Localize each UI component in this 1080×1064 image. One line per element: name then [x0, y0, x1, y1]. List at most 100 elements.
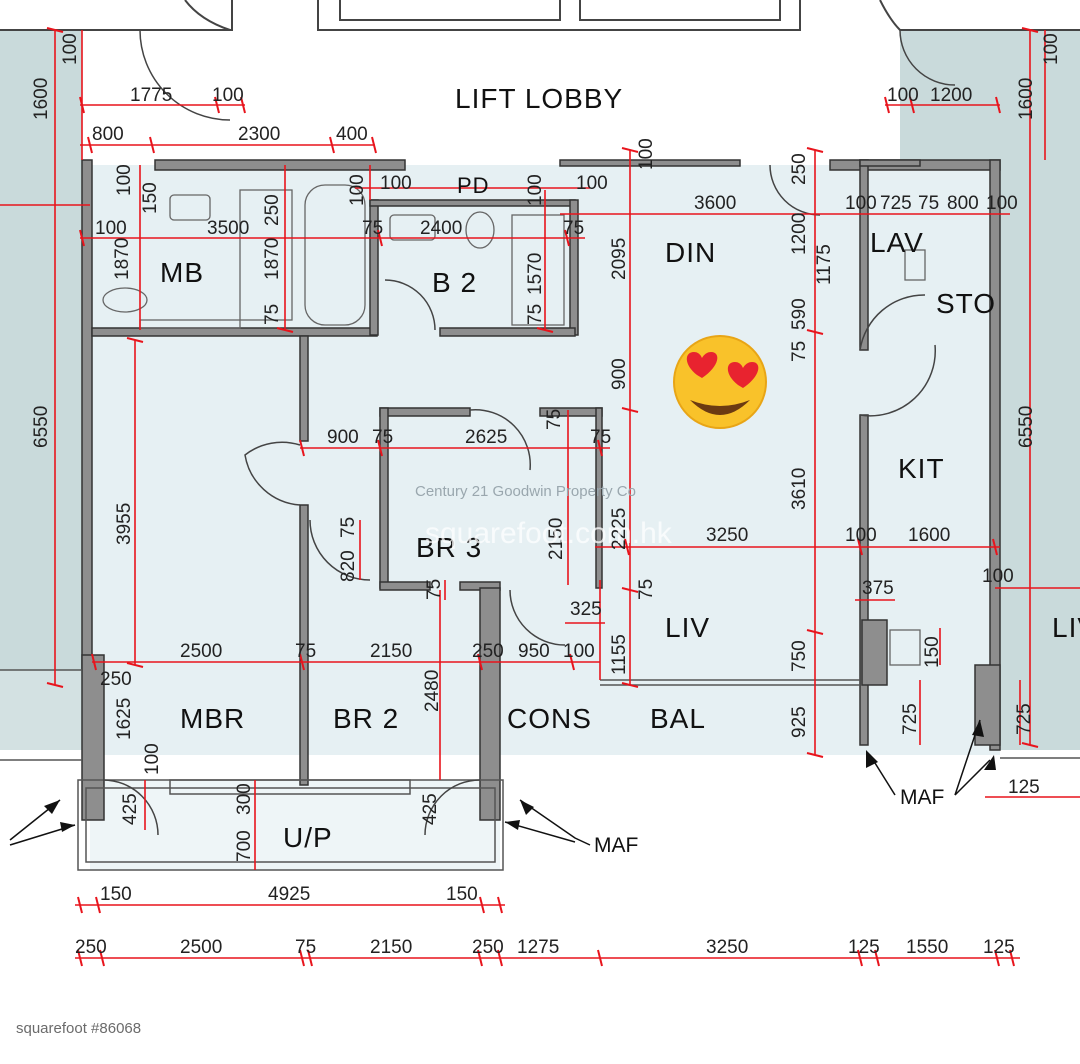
room-mb: MB: [160, 257, 204, 288]
dim-label: 1155: [609, 634, 630, 675]
dim-label: 75: [918, 193, 939, 214]
dim-label: 250: [262, 194, 283, 226]
dim-label: 2095: [609, 238, 630, 280]
dim-label: 150: [446, 884, 478, 905]
dim-label: 725: [1014, 703, 1035, 735]
neighbor-unit-left: [0, 30, 82, 750]
dim-label: 6550: [31, 406, 52, 448]
dim-label: 2625: [465, 427, 507, 448]
room-liv: LIV: [665, 612, 710, 643]
dim-label: 100: [982, 566, 1014, 587]
dim-label: 1550: [906, 937, 948, 958]
room-br3: BR 3: [416, 532, 482, 563]
dim-label: 3250: [706, 525, 748, 546]
dim-label: 100: [986, 193, 1018, 214]
dim-label: 590: [789, 298, 810, 330]
windows: [0, 669, 1080, 871]
dim-label: 150: [100, 884, 132, 905]
dim-label: 75: [295, 641, 316, 662]
dim-label: 375: [862, 578, 894, 599]
dim-label: 3600: [694, 193, 736, 214]
dim-label: 1600: [908, 525, 950, 546]
dim-label: 100: [212, 85, 244, 106]
dim-label: 100: [887, 85, 919, 106]
dim-label: 1775: [130, 85, 172, 106]
room-pd: PD: [457, 173, 490, 198]
room-labels: LIFT LOBBY MB B 2 DIN LAV STO KIT BR 3 L…: [160, 83, 1080, 857]
room-mbr: MBR: [180, 703, 245, 734]
dim-label: 1870: [112, 238, 133, 280]
dim-label: 150: [140, 182, 161, 214]
dim-label: 1275: [517, 937, 559, 958]
dim-label: 3610: [789, 468, 810, 510]
label-maf-left: MAF: [594, 834, 638, 857]
dim-label: 425: [420, 793, 441, 825]
dim-label: 75: [295, 937, 316, 958]
neighbor-unit-right-top: [900, 30, 1080, 160]
dim-label: 2150: [370, 937, 412, 958]
dim-label: 2150: [370, 641, 412, 662]
dim-label: 800: [92, 124, 124, 145]
dim-label: 6550: [1016, 406, 1037, 448]
dim-label: 2500: [180, 937, 222, 958]
dim-label: 425: [120, 793, 141, 825]
dim-label: 2480: [422, 670, 443, 712]
room-bal: BAL: [650, 703, 706, 734]
dim-label: 2500: [180, 641, 222, 662]
dim-label: 1175: [814, 244, 835, 285]
dim-label: 75: [525, 304, 546, 325]
dim-label: 1200: [930, 85, 972, 106]
dim-label: 1600: [1016, 78, 1037, 120]
dim-label: 100: [142, 743, 163, 775]
dim-label: 150: [922, 636, 943, 668]
dim-label: 75: [544, 409, 565, 430]
neighbor-unit-right: [1000, 160, 1080, 750]
dim-label: 100: [1041, 33, 1062, 65]
dim-label: 2150: [546, 518, 567, 560]
dim-label: 100: [636, 138, 657, 170]
dim-label: 100: [60, 33, 81, 65]
dim-label: 4925: [268, 884, 310, 905]
maf-arrowheads: [44, 720, 996, 832]
dim-label: 250: [100, 669, 132, 690]
dim-label: 75: [590, 427, 611, 448]
dim-label: 100: [114, 164, 135, 196]
dim-label: 1870: [262, 238, 283, 280]
room-up: U/P: [283, 822, 333, 853]
dim-label: 3955: [114, 503, 135, 545]
watermark-agency: Century 21 Goodwin Property Co: [415, 483, 636, 500]
dim-label: 1570: [525, 253, 546, 295]
dim-label: 125: [848, 937, 880, 958]
dim-label: 75: [262, 304, 283, 325]
image-credit: squarefoot #86068: [16, 1020, 142, 1037]
neighbor-unit-left-lower: [0, 670, 82, 750]
dim-label: 2300: [238, 124, 280, 145]
heart-eyes-emoji-icon: [673, 335, 767, 429]
dim-label: 950: [518, 641, 550, 662]
dim-label: 75: [789, 341, 810, 362]
watermark-site: squarefoot.com.hk: [425, 517, 673, 550]
dimension-ticks: [46, 27, 1039, 967]
dim-label: 100: [845, 525, 877, 546]
dim-label: 725: [880, 193, 912, 214]
room-br2: BR 2: [333, 703, 399, 734]
doors: [102, 29, 956, 836]
dim-label: 725: [900, 703, 921, 735]
dim-label: 3250: [706, 937, 748, 958]
dim-label: 250: [75, 937, 107, 958]
walls: [81, 159, 1001, 821]
dim-label: 125: [1008, 777, 1040, 798]
dim-label: 400: [336, 124, 368, 145]
dim-label: 75: [424, 579, 445, 600]
dim-label: 100: [563, 641, 595, 662]
room-kit: KIT: [898, 453, 945, 484]
dim-label: 75: [362, 218, 383, 239]
room-lift-lobby: LIFT LOBBY: [455, 83, 623, 114]
dim-label: 250: [472, 937, 504, 958]
dim-label: 325: [570, 599, 602, 620]
dim-label: 800: [947, 193, 979, 214]
dim-label: 125: [983, 937, 1015, 958]
dim-label: 1200: [789, 213, 810, 255]
dim-label: 75: [563, 218, 584, 239]
room-din: DIN: [665, 237, 716, 268]
